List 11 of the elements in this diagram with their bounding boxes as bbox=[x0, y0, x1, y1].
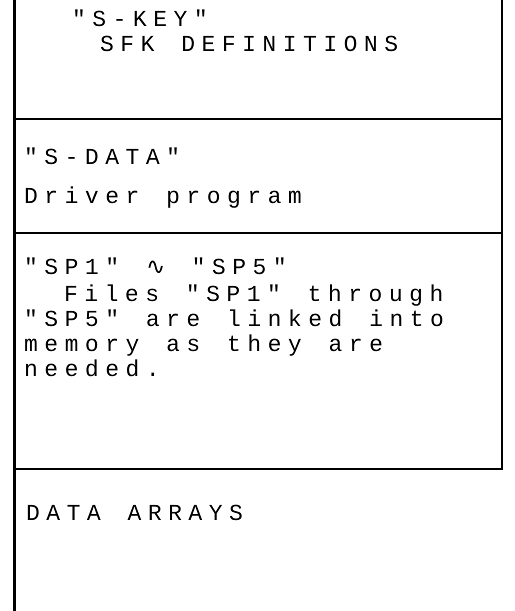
section-title: DATA ARRAYS bbox=[26, 502, 250, 527]
memory-section bbox=[13, 468, 503, 611]
memory-section bbox=[13, 0, 503, 118]
section-text: SFK DEFINITIONS bbox=[99, 33, 405, 58]
section-text: Driver program bbox=[24, 185, 308, 210]
memory-section bbox=[13, 232, 503, 468]
section-title: "S-DATA" bbox=[24, 146, 186, 171]
section-title: "S-KEY" bbox=[72, 8, 214, 33]
section-title: "SP1" ∿ "SP5" bbox=[24, 256, 294, 281]
memory-section bbox=[13, 118, 503, 232]
section-text: Files "SP1" through "SP5" are linked into memory as they are needed. bbox=[24, 283, 452, 383]
